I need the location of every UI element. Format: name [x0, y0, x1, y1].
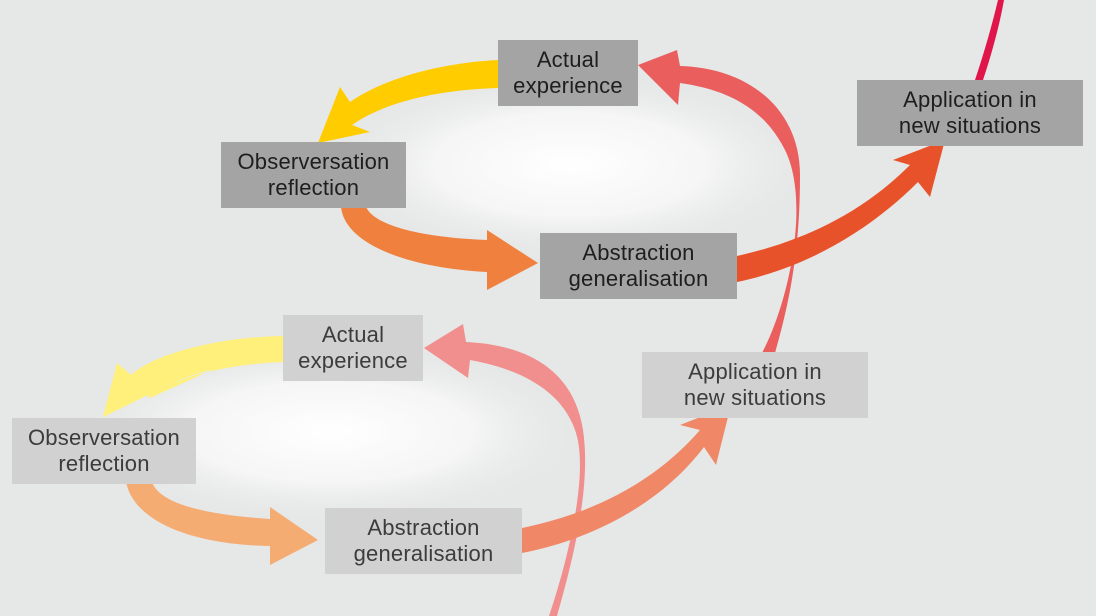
- lower-abstraction-line1: Abstraction: [367, 515, 480, 541]
- upper-experience-to-observation-arrow: [318, 60, 498, 143]
- spiral-tail-top: [975, 0, 1004, 80]
- lower-actual-experience-line1: Actual: [321, 322, 385, 348]
- upper-observation-reflection-line2: reflection: [267, 175, 360, 200]
- lower-application-line1: Application in: [688, 359, 822, 385]
- upper-observation-to-abstraction-arrow: [341, 207, 538, 290]
- upper-abstraction-line1: Abstraction: [582, 240, 695, 266]
- upper-actual-experience-line2: experience: [513, 73, 623, 98]
- upper-cycle-glow: [320, 70, 820, 260]
- upper-observation-reflection-box: Observersation reflection: [221, 142, 406, 208]
- upper-actual-experience-line1: Actual: [536, 47, 600, 73]
- upper-abstraction-to-application-arrow: [737, 140, 945, 282]
- lower-actual-experience-line2: experience: [298, 348, 408, 373]
- lower-abstraction-to-application-arrow: [522, 405, 731, 553]
- lower-observation-to-abstraction-arrow: [126, 482, 318, 565]
- lower-cycle-glow: [70, 340, 590, 524]
- upper-spiral-return-arrow: [638, 50, 800, 353]
- upper-application-line2: new situations: [898, 113, 1042, 138]
- lower-abstraction-generalisation-box: Abstraction generalisation: [325, 508, 522, 574]
- upper-actual-experience-box: Actual experience: [498, 40, 638, 106]
- lower-experience-to-observation-body: [131, 336, 284, 398]
- upper-abstraction-generalisation-box: Abstraction generalisation: [540, 233, 737, 299]
- upper-application-box: Application in new situations: [857, 80, 1083, 146]
- lower-abstraction-line2: generalisation: [353, 541, 494, 566]
- lower-application-box: Application in new situations: [642, 352, 868, 418]
- lower-application-line2: new situations: [683, 385, 827, 410]
- upper-abstraction-line2: generalisation: [568, 266, 709, 291]
- lower-spiral-return-arrow: [424, 324, 586, 616]
- lower-observation-reflection-line2: reflection: [58, 451, 150, 476]
- lower-actual-experience-box: Actual experience: [283, 315, 423, 381]
- lower-observation-reflection-line1: Observersation: [28, 425, 180, 451]
- upper-observation-reflection-line1: Observersation: [237, 149, 390, 175]
- lower-experience-to-observation-arrow: [103, 336, 284, 417]
- lower-observation-reflection-box: Observersation reflection: [12, 418, 196, 484]
- upper-application-line1: Application in: [903, 87, 1037, 113]
